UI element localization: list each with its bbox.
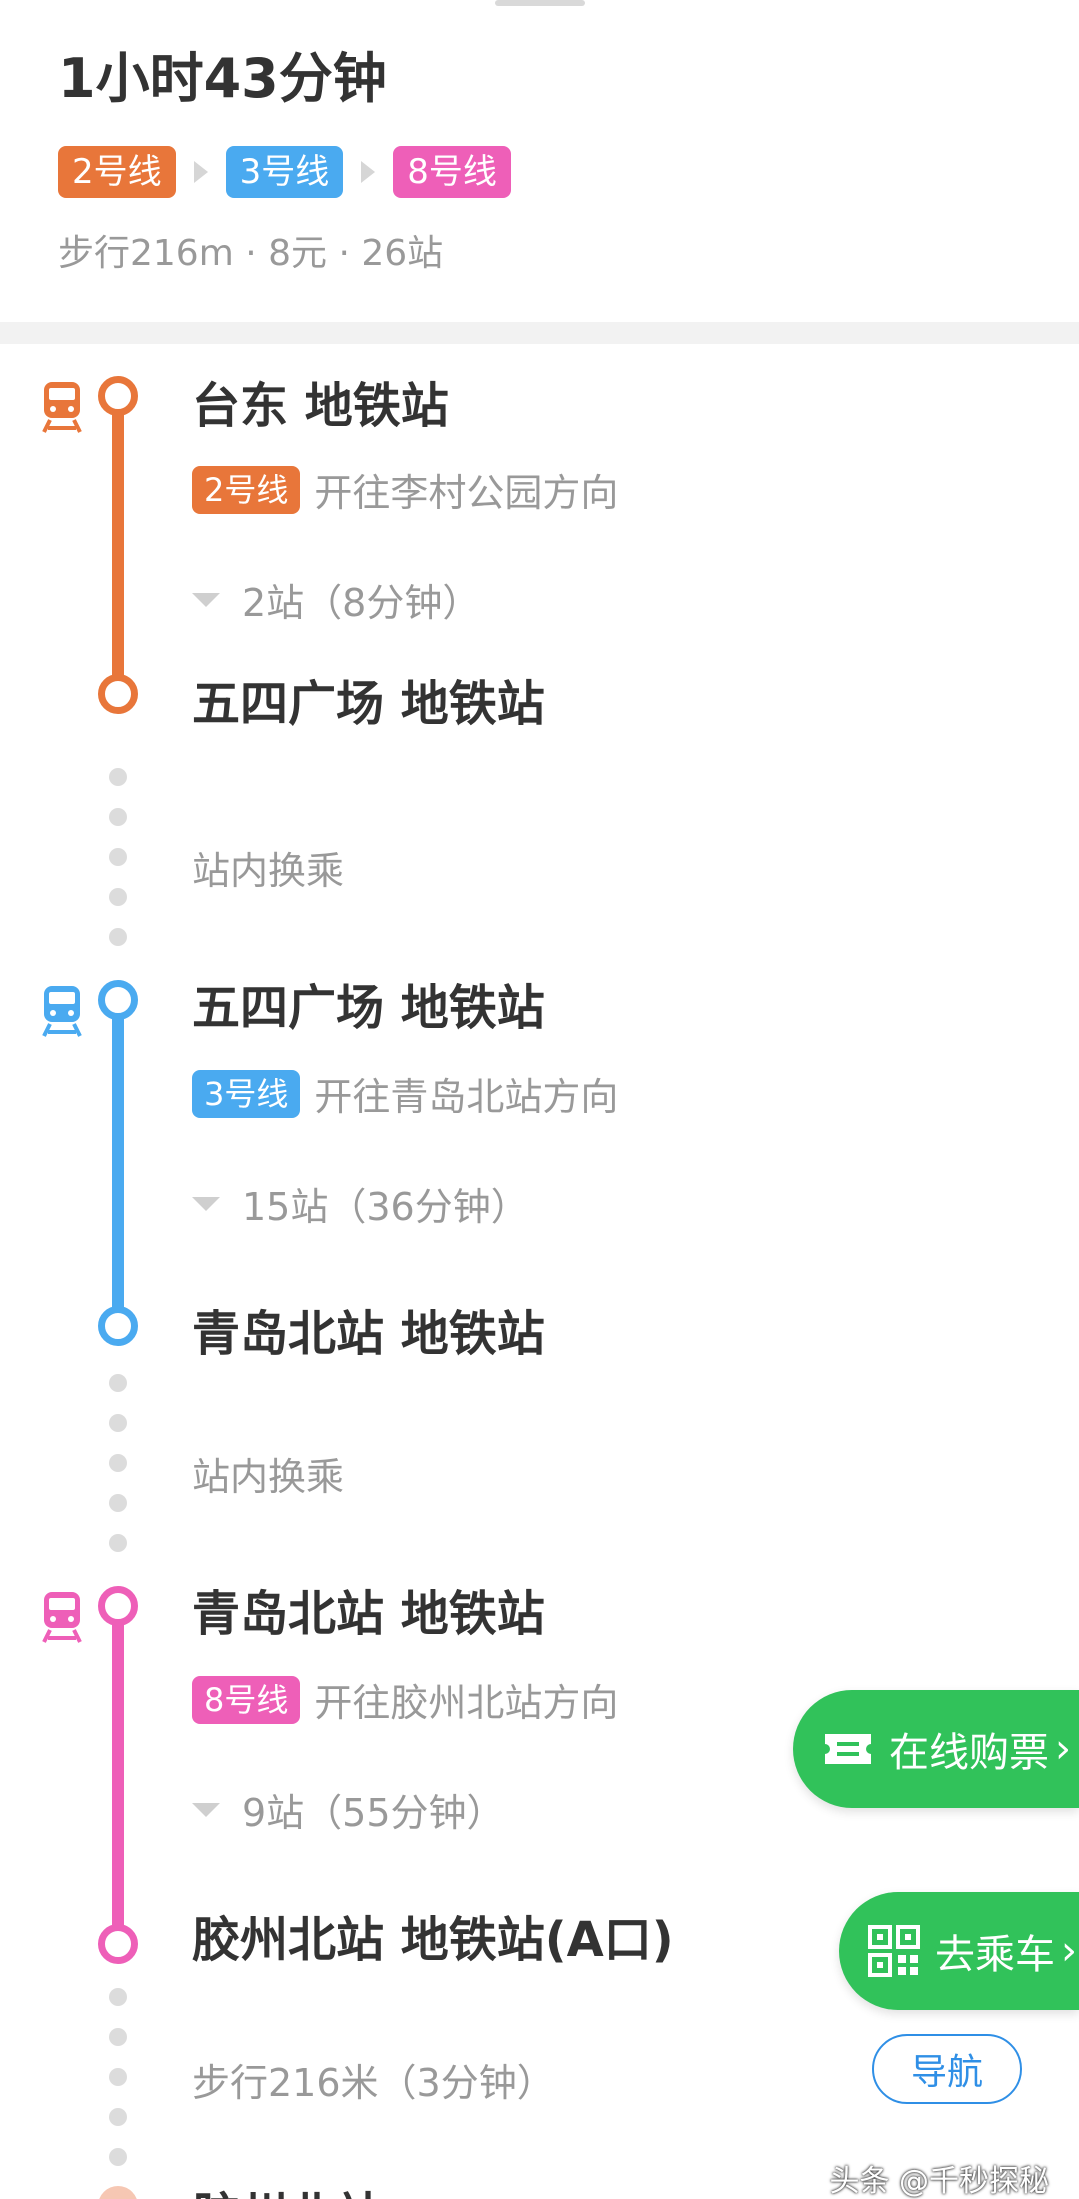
walk-dot [109,2108,127,2126]
stops-toggle[interactable]: 2站（8分钟） [192,572,480,627]
stops-count: 15站（36分钟） [242,1185,529,1229]
stops-toggle[interactable]: 9站（55分钟） [192,1782,505,1837]
line-info: 3号线 开往青岛北站方向 [192,1066,618,1121]
stops-toggle[interactable]: 15站（36分钟） [192,1176,529,1231]
line-info: 8号线 开往胶州北站方向 [192,1672,618,1727]
watermark: 头条 @千秒探秘 [829,2164,1049,2199]
walk-dot [109,1374,127,1392]
caret-down-icon [192,592,220,607]
station-name[interactable]: 青岛北站 地铁站 [192,1586,545,1642]
line-3-track [112,1000,124,1318]
line-info: 2号线 开往李村公园方向 [192,462,618,517]
transfer-label: 站内换乘 [192,849,345,893]
walk-dot [109,928,127,946]
route-summary-card: 1小时43分钟 2号线 3号线 8号线 步行216m · 8元 · 26站 [0,0,1079,322]
line-direction: 开往胶州北站方向 [314,1681,619,1725]
buy-ticket-button[interactable]: 在线购票 › [793,1690,1079,1808]
subway-train-icon [42,986,82,1037]
walk-dot [109,848,127,866]
route-meta: 步行216m · 8元 · 26站 [58,233,444,274]
station-name[interactable]: 青岛北站 地铁站 [192,1306,545,1362]
total-duration: 1小时43分钟 [58,47,387,110]
line-badge: 2号线 [192,465,301,514]
chevron-right-icon: › [1061,1928,1077,1974]
line-2-track [112,396,124,686]
board-node [98,980,138,1020]
line-chip-8: 8号线 [393,146,511,198]
chip-arrow-icon [193,161,208,183]
line-chip-3: 3号线 [225,146,344,198]
subway-train-icon [42,1592,82,1643]
board-node [98,1586,138,1626]
walk-dot [109,2148,127,2166]
board-node [98,376,138,416]
walk-dot [109,1494,127,1512]
destination-node [98,2186,138,2199]
walk-dot [109,2028,127,2046]
route-timeline: 台东 地铁站 2号线 开往李村公园方向 2站（8分钟） 五四广场 地铁站 站内换… [0,344,1079,2199]
section-divider [0,322,1079,344]
station-name[interactable]: 胶州北站 地铁站(A口) [192,1912,674,1968]
go-ride-label: 去乘车 [935,1932,1055,1978]
buy-ticket-label: 在线购票 [889,1730,1049,1776]
line-direction: 开往青岛北站方向 [314,1075,619,1119]
line-chips: 2号线 3号线 8号线 [58,146,511,198]
navigate-button[interactable]: 导航 [872,2034,1022,2104]
go-ride-button[interactable]: 去乘车 › [839,1892,1079,2010]
line-8-track [112,1606,124,1936]
walk-dot [109,768,127,786]
caret-down-icon [192,1196,220,1211]
ticket-icon [825,1734,871,1764]
station-name[interactable]: 五四广场 地铁站 [192,676,545,732]
alight-node [98,674,138,714]
caret-down-icon [192,1802,220,1817]
walk-dot [109,1454,127,1472]
chevron-right-icon: › [1055,1726,1071,1772]
station-name[interactable]: 台东 地铁站 [192,378,449,434]
drag-handle[interactable] [495,0,585,6]
station-name[interactable]: 五四广场 地铁站 [192,980,545,1036]
alight-node [98,1306,138,1346]
qr-code-icon [868,1925,920,1977]
walk-dot [109,1988,127,2006]
transfer-label: 站内换乘 [192,1455,345,1499]
line-chip-2: 2号线 [58,146,176,198]
walk-dot [109,808,127,826]
walk-dot [109,888,127,906]
alight-node [98,1924,138,1964]
walk-label: 步行216米（3分钟） [192,2061,555,2105]
stops-count: 9站（55分钟） [242,1791,505,1835]
subway-train-icon [42,382,82,433]
station-name[interactable]: 胶州北站 [192,2176,384,2199]
chip-arrow-icon [361,161,376,183]
line-direction: 开往李村公园方向 [314,471,619,515]
walk-dot [109,1534,127,1552]
walk-dot [109,1414,127,1432]
line-badge: 8号线 [192,1675,301,1724]
walk-dot [109,2068,127,2086]
stops-count: 2站（8分钟） [242,581,481,625]
line-badge: 3号线 [192,1069,301,1118]
